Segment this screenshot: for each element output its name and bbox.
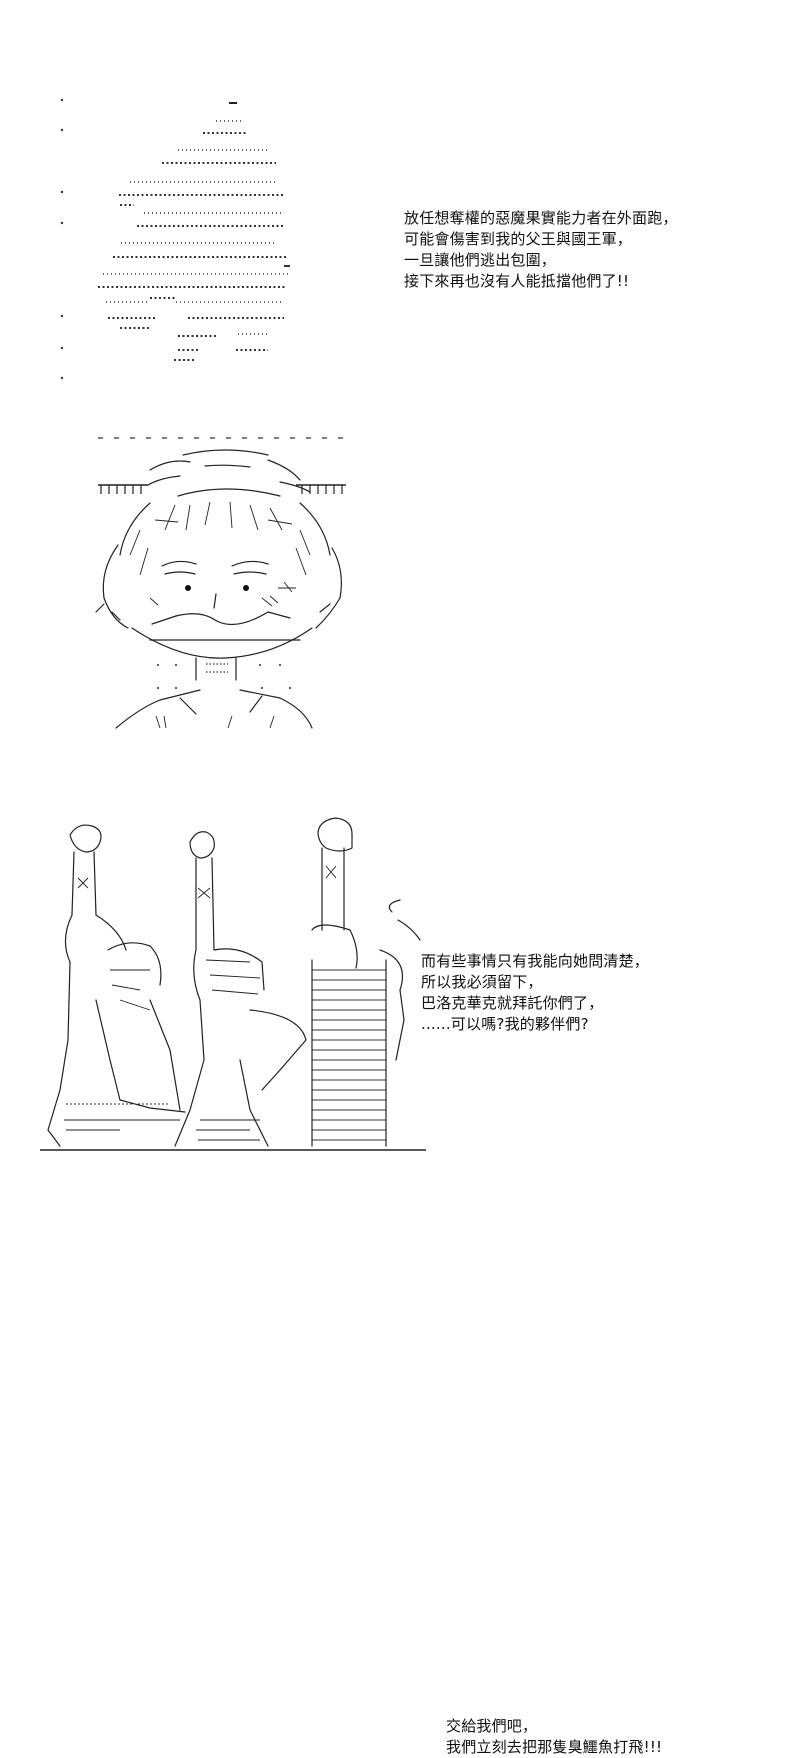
crew-member-middle [174,831,307,1147]
dialogue-line: 放任想奪權的惡魔果實能力者在外面跑， [404,209,678,227]
dialogue-line: 一旦讓他們逃出包圍， [404,251,557,269]
dialogue-line: 所以我必須留下， [421,973,543,991]
dialogue-line: 交給我們吧， [446,1717,538,1735]
panel-smoke-cloud: 放任想奪權的惡魔果實能力者在外面跑， 可能會傷害到我的父王與國王軍， 一旦讓他們… [0,0,800,400]
panel-luffy-face: 而有些事情只有我能向她問清楚， 所以我必須留下， 巴洛克華克就拜託你們了， ..… [0,400,800,1033]
cloud-rows [98,102,290,361]
dialogue-line: 我們立刻去把那隻臭鱷魚打飛!!! [446,1738,663,1756]
panel-crew-raised-arms: 交給我們吧， 我們立刻去把那隻臭鱷魚打飛!!! [0,790,800,1756]
crew-ascii-art [40,817,426,1151]
cheek-scar [149,581,296,607]
margin-dots [60,98,64,380]
hat-crown [147,449,311,497]
nose-mouth [151,593,291,626]
dialogue-line: 接下來再也沒有人能抵擋他們了!! [404,272,630,290]
dialogue-line: 而有些事情只有我能向她問清楚， [421,952,650,970]
luffy-face-ascii-art [95,437,346,729]
dialogue-line: ......可以嗎?我的夥伴們? [421,1015,589,1033]
dialogue-text-2: 而有些事情只有我能向她問清楚， 所以我必須留下， 巴洛克華克就拜託你們了， ..… [421,951,649,1035]
crew-member-right [311,817,421,1147]
face-outline [95,502,342,659]
dialogue-text-3: 交給我們吧， 我們立刻去把那隻臭鱷魚打飛!!! [446,1716,662,1758]
smoke-cloud-ascii-art [60,98,290,380]
dialogue-line: 巴洛克華克就拜託你們了， [421,994,604,1012]
hat-brim [98,484,346,494]
crew-member-left [47,824,186,1147]
eyes [161,560,269,591]
hair-strands [129,501,311,576]
neck-collar [149,639,301,689]
dialogue-line: 可能會傷害到我的父王與國王軍， [404,230,633,248]
dialogue-text-1: 放任想奪權的惡魔果實能力者在外面跑， 可能會傷害到我的父王與國王軍， 一旦讓他們… [404,208,678,292]
shoulders [115,689,313,729]
